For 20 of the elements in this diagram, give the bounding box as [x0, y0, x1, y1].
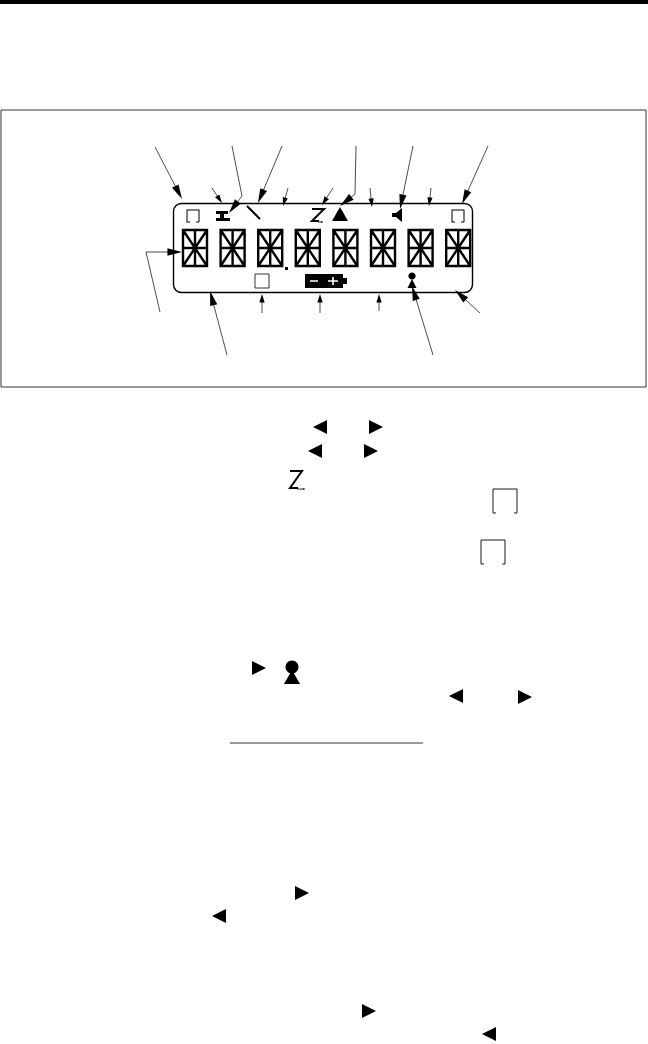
leader-arrow	[322, 187, 334, 205]
leader-arrow	[340, 145, 357, 206]
leader-arrow	[211, 187, 222, 203]
leader-arrow	[376, 294, 382, 312]
lcd-display-drawing	[172, 202, 474, 294]
leader-arrow	[229, 145, 243, 213]
leader-arrow	[259, 294, 265, 314]
leader-arrow	[455, 290, 481, 314]
leader-arrow	[412, 286, 434, 356]
leader-arrow	[145, 248, 182, 313]
leader-arrow	[154, 146, 182, 199]
leader-arrow	[427, 187, 433, 206]
figure-frame	[0, 109, 647, 388]
leader-arrow	[462, 145, 489, 204]
leader-arrow	[282, 187, 289, 206]
leader-arrow	[399, 145, 414, 209]
leader-arrow	[210, 291, 228, 356]
leader-arrow	[258, 145, 283, 203]
leader-arrow	[368, 187, 374, 207]
leader-arrow	[317, 294, 323, 314]
